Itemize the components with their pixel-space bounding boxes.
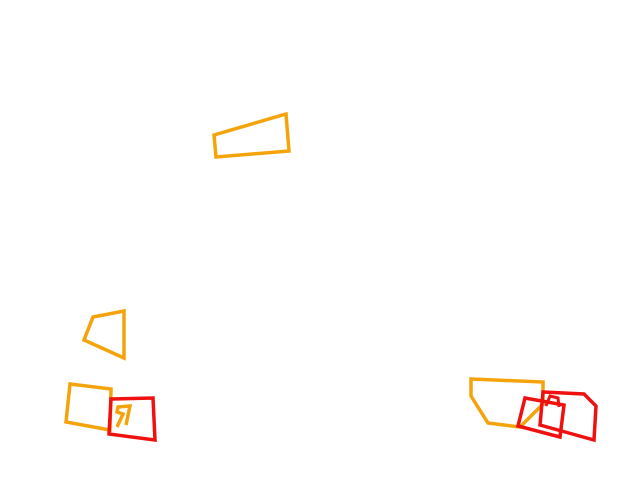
red-square-bottom-left (107, 396, 157, 443)
orange-quad-top (212, 111, 291, 159)
red-square-bottom-right-back (538, 390, 598, 443)
red-square-bottom-right-front (515, 395, 566, 440)
orange-notch-inside-red (114, 404, 133, 428)
red-notch-bottom-right (544, 394, 561, 408)
orange-quad-left-mid (81, 308, 126, 361)
